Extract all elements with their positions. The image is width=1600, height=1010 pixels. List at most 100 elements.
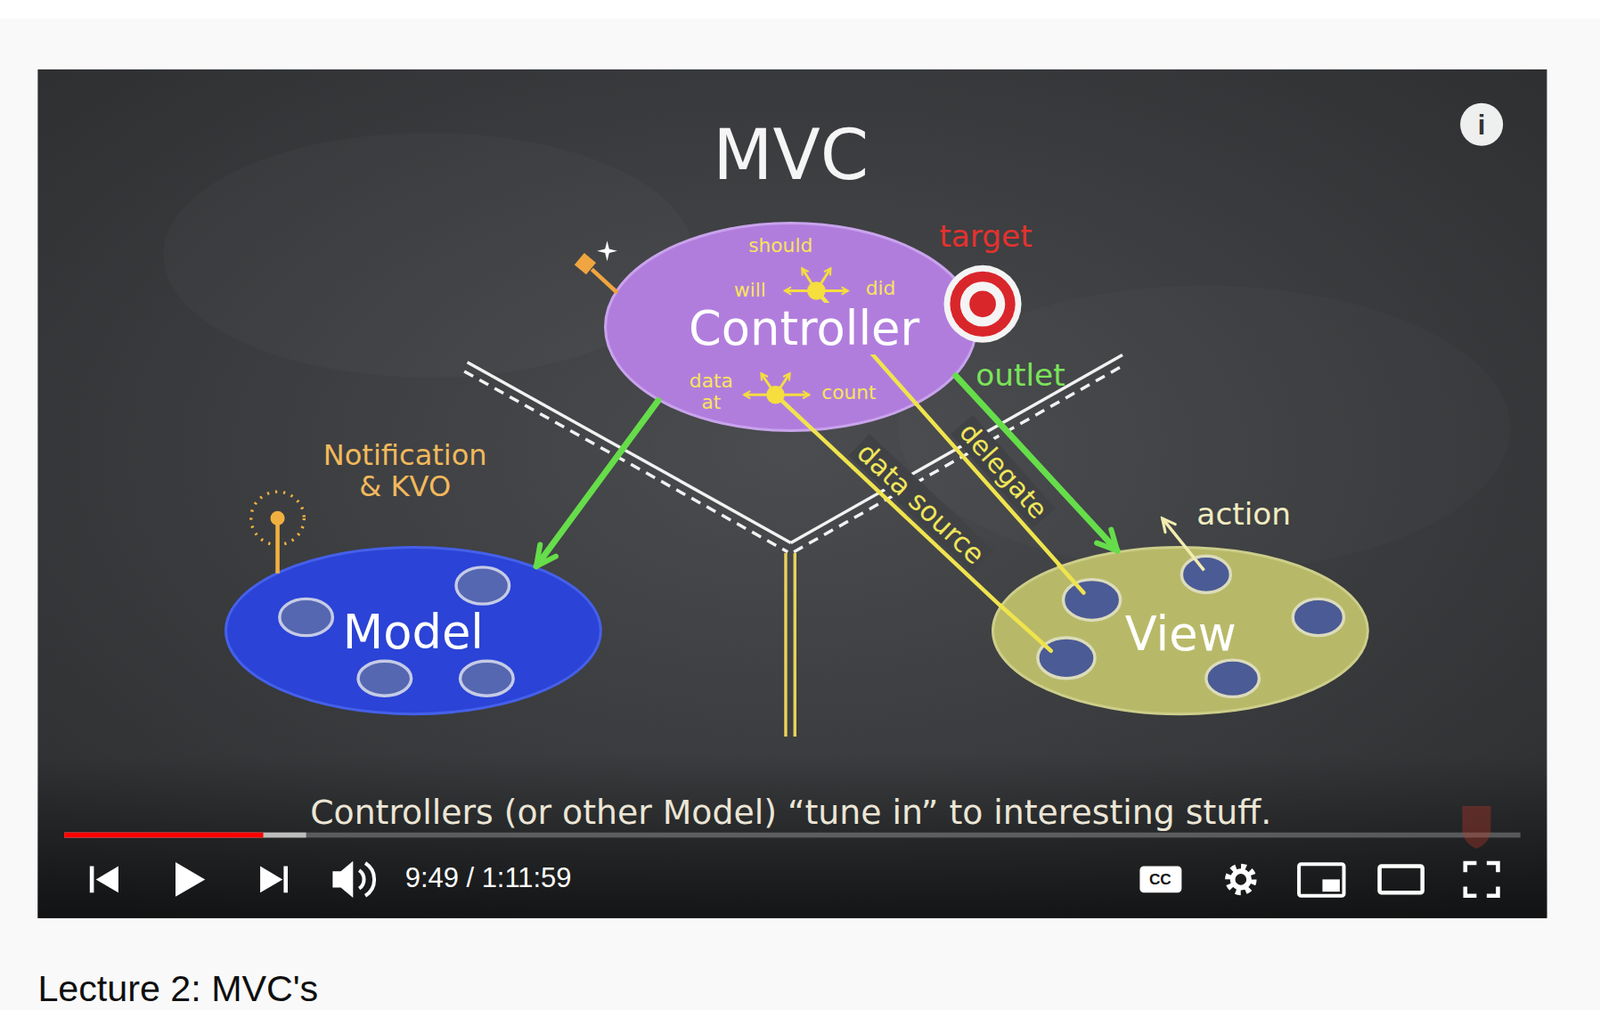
player-controls	[283, 865, 288, 893]
model-ellipse-fill	[225, 546, 601, 714]
player-controls	[1465, 863, 1499, 897]
method-starburst	[743, 393, 776, 397]
player-controls	[175, 862, 205, 898]
method-starburst	[816, 268, 831, 291]
chalkboard	[37, 69, 1547, 919]
info-icon	[1460, 103, 1503, 147]
yellow-wire-ends	[775, 394, 815, 431]
controller-antenna	[591, 269, 618, 293]
info-icon-letter: i	[1477, 110, 1486, 141]
method-starburst	[775, 393, 810, 397]
target-symbol	[969, 290, 996, 318]
node-title: Controller	[684, 302, 923, 355]
player-controls	[89, 865, 95, 893]
progress-bar	[64, 832, 1520, 839]
connectors	[536, 375, 1118, 606]
player-controls	[1379, 865, 1423, 893]
view-part-circles	[1181, 555, 1231, 593]
yellow-wire-ends	[775, 290, 1085, 651]
starburst-dot	[766, 281, 825, 404]
model-ellipse: Model	[224, 546, 603, 716]
yellow-divider	[793, 553, 797, 737]
target-symbol	[949, 271, 1015, 337]
player-controls	[359, 870, 364, 890]
method-word: did	[865, 277, 897, 300]
controller-ellipse-fill	[605, 222, 977, 431]
edge-label: outlet	[975, 359, 1065, 393]
model-part-circles	[279, 598, 334, 636]
player-controls	[1232, 871, 1249, 888]
chalkboard	[37, 69, 1547, 919]
controller-antenna	[596, 240, 618, 262]
view-part-circles	[1206, 660, 1260, 697]
method-starburst	[816, 289, 849, 293]
node-title: View	[1125, 608, 1237, 661]
view-part-circles	[1292, 598, 1344, 636]
player-controls	[89, 861, 1499, 898]
road-lines	[791, 355, 1123, 544]
action-label: action	[1196, 498, 1291, 533]
method-starburst	[760, 373, 776, 395]
controller-antenna	[574, 253, 596, 275]
control-shade	[37, 755, 1547, 919]
player-controls	[260, 865, 283, 893]
slide-title: MVC	[712, 117, 869, 195]
view-part-circles	[1037, 555, 1345, 697]
player-controls	[332, 861, 353, 898]
method-starburst	[784, 289, 817, 293]
stanford-logo	[1461, 806, 1491, 849]
player-controls	[1228, 867, 1253, 892]
edge-label: delegate	[950, 415, 1055, 529]
yellow-wire-ends	[1059, 564, 1085, 593]
model-part-circles	[460, 661, 515, 696]
controller-ellipse: shouldwilldidControllerdata atcount	[604, 221, 978, 433]
slide-caption: Controllers (or other Model) “tune in” t…	[310, 794, 1272, 833]
notification-label: Notification & KVO	[313, 440, 498, 504]
starburst-dot	[807, 281, 826, 301]
method-word: data at	[685, 370, 739, 414]
starburst-dot	[766, 385, 785, 405]
cc-button-label: CC	[1149, 871, 1172, 889]
model-antenna	[251, 491, 305, 546]
model-antenna	[270, 511, 286, 526]
view-ellipse-fill	[993, 546, 1369, 714]
view-ellipse: View	[991, 546, 1370, 716]
model-antenna	[251, 491, 305, 574]
method-starburst	[743, 268, 849, 395]
stanford-logo	[1461, 806, 1491, 849]
model-antenna	[275, 524, 280, 574]
control-shade	[37, 755, 1547, 919]
player-controls	[365, 863, 375, 897]
model-access-arrow	[536, 400, 659, 567]
method-word: count	[821, 382, 876, 404]
node-title: Model	[342, 606, 484, 659]
method-word: should	[748, 235, 813, 257]
info-icon	[1460, 103, 1503, 147]
yellow-divider	[785, 553, 795, 737]
view-part-circles	[1063, 579, 1121, 621]
yellow-divider	[783, 553, 787, 737]
target-symbol	[944, 265, 1022, 343]
yellow-wire-ends	[1000, 605, 1052, 652]
progress-bar	[64, 832, 1520, 839]
delegate-line	[916, 404, 1061, 566]
controller-antenna	[574, 240, 618, 293]
method-starburst	[801, 268, 817, 291]
model-part-circles	[456, 567, 510, 605]
player-controls	[96, 865, 119, 893]
model-part-circles	[358, 661, 412, 696]
page-ground	[0, 0, 1600, 19]
method-starburst	[775, 373, 791, 395]
progress-bar	[64, 832, 306, 839]
target-symbol	[960, 281, 1005, 327]
model-part-circles	[279, 567, 514, 696]
video-title: Lecture 2: MVC's	[37, 969, 319, 1010]
yellow-wire-ends	[816, 290, 916, 404]
view-part-circles	[1037, 637, 1095, 679]
target-symbol	[944, 265, 1022, 343]
time-readout: 9:49 / 1:11:59	[405, 863, 572, 894]
progress-bar	[64, 832, 263, 839]
player-controls	[1298, 864, 1344, 897]
